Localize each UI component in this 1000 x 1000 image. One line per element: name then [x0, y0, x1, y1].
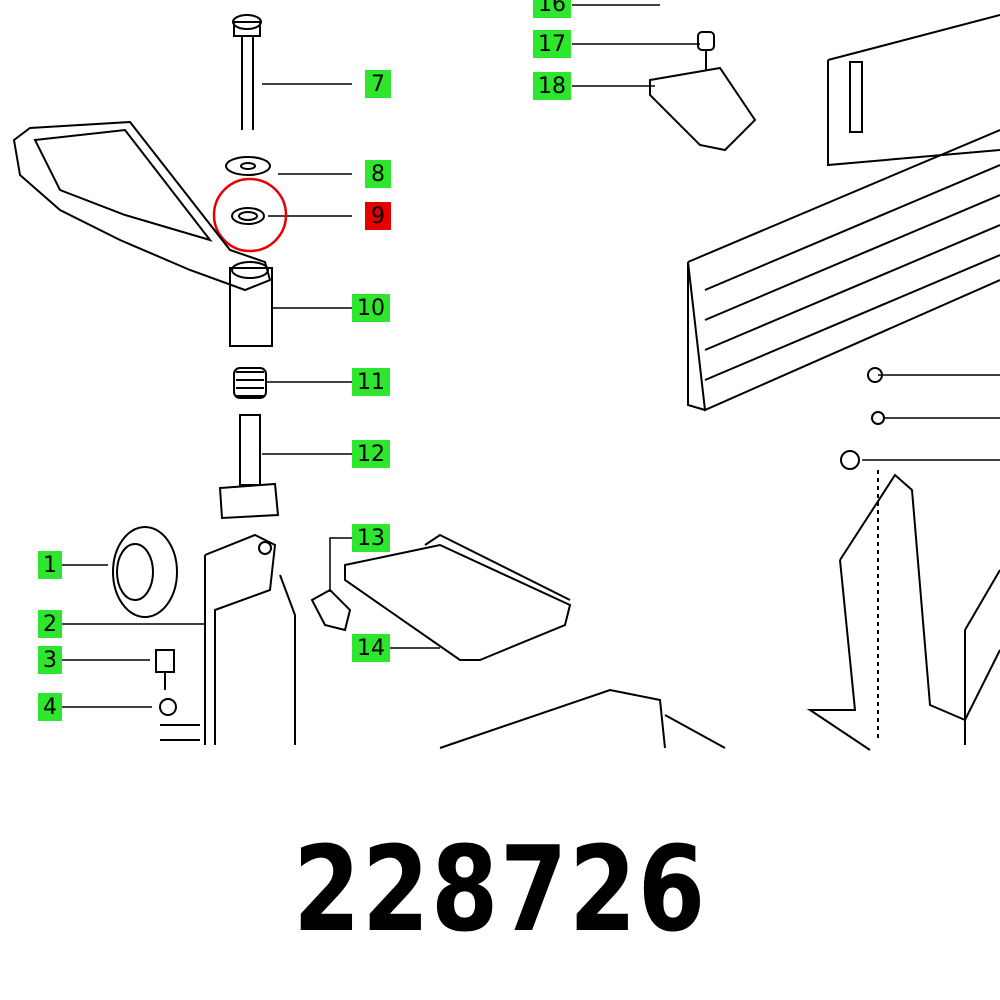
screw-17: [697, 31, 715, 70]
part-number: 228726: [293, 820, 707, 958]
callout-10: 10: [352, 294, 390, 322]
exploded-parts-diagram: [12, 4, 1000, 751]
screw-3: [155, 649, 175, 690]
callout-11: 11: [352, 368, 390, 396]
callout-12: 12: [352, 440, 390, 468]
callout-3: 3: [38, 646, 62, 674]
callout-17: 17: [533, 30, 571, 58]
callout-13: 13: [352, 524, 390, 552]
wheel-1: [112, 526, 178, 618]
callout-18: 18: [533, 72, 571, 100]
knob-13: [310, 588, 352, 632]
base-bottom: [160, 688, 726, 749]
spring-11: [233, 367, 267, 399]
spring-washer-9: [231, 207, 265, 225]
bolt-7: [232, 14, 262, 130]
callout-7: 7: [365, 70, 391, 98]
bracket-2: [204, 533, 296, 745]
highlight-circle: [212, 177, 288, 253]
pin-12: [218, 414, 280, 520]
slide-14: [344, 533, 572, 661]
callout-9-highlighted: 9: [365, 202, 391, 230]
washer-8: [225, 156, 271, 176]
callout-16: 16: [533, 0, 571, 18]
callout-14: 14: [352, 634, 390, 662]
clamp-18: [649, 66, 757, 152]
callout-2: 2: [38, 610, 62, 638]
plate-top-right: [827, 14, 1000, 167]
frame-right: [806, 367, 1000, 751]
leader-lines: [62, 4, 1000, 708]
washer-4: [159, 698, 177, 716]
profile-rail: [687, 129, 1000, 412]
callout-1: 1: [38, 551, 62, 579]
lever-10: [12, 120, 273, 347]
callout-4: 4: [38, 693, 62, 721]
callout-8: 8: [365, 160, 391, 188]
